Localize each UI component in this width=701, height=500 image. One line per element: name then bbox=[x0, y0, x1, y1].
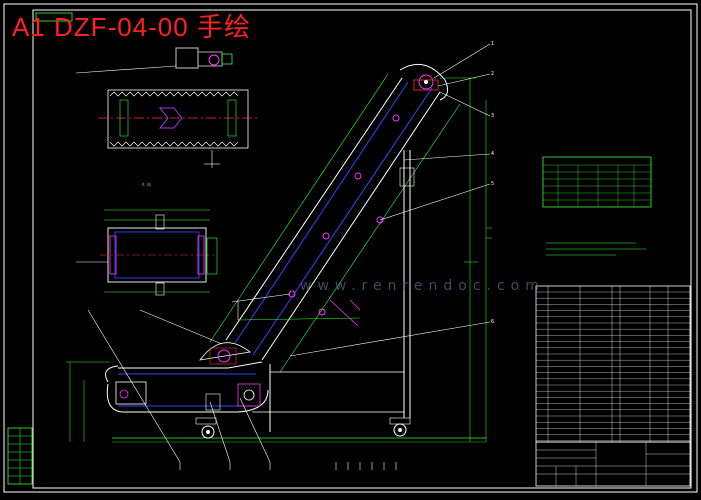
drawing-title: A1 DZF-04-00 手绘 bbox=[12, 12, 251, 42]
balloon-3: 3 bbox=[491, 113, 494, 119]
drawing-number-box bbox=[35, 12, 73, 22]
balloon-5: 5 bbox=[491, 181, 494, 187]
bill-of-materials bbox=[535, 285, 691, 443]
balloon-labels: 1 2 3 4 5 6 bbox=[491, 41, 494, 325]
roller-section-view bbox=[98, 89, 258, 168]
dimension-lines bbox=[66, 77, 492, 442]
outer-frame bbox=[3, 3, 698, 493]
drive-motor-detail bbox=[75, 47, 233, 74]
conveyor-frame bbox=[209, 63, 461, 373]
balloon-2: 2 bbox=[491, 71, 494, 77]
support-structure bbox=[112, 150, 486, 443]
a-view-roller bbox=[76, 209, 218, 296]
title-block bbox=[535, 441, 691, 487]
technical-parameters-table bbox=[542, 156, 652, 208]
bottom-leader-ticks bbox=[179, 462, 397, 470]
section-caption: A 向 bbox=[142, 181, 151, 187]
balloon-4: 4 bbox=[491, 151, 494, 157]
balloon-6: 6 bbox=[491, 319, 494, 325]
technical-notes bbox=[546, 242, 646, 256]
watermark-text: www.renrendoc.com bbox=[300, 278, 545, 294]
left-strip-rows bbox=[8, 428, 32, 484]
lower-conveyor bbox=[105, 342, 269, 413]
leader-lines bbox=[87, 43, 491, 463]
balloon-1: 1 bbox=[491, 41, 494, 47]
inner-frame bbox=[32, 9, 692, 489]
